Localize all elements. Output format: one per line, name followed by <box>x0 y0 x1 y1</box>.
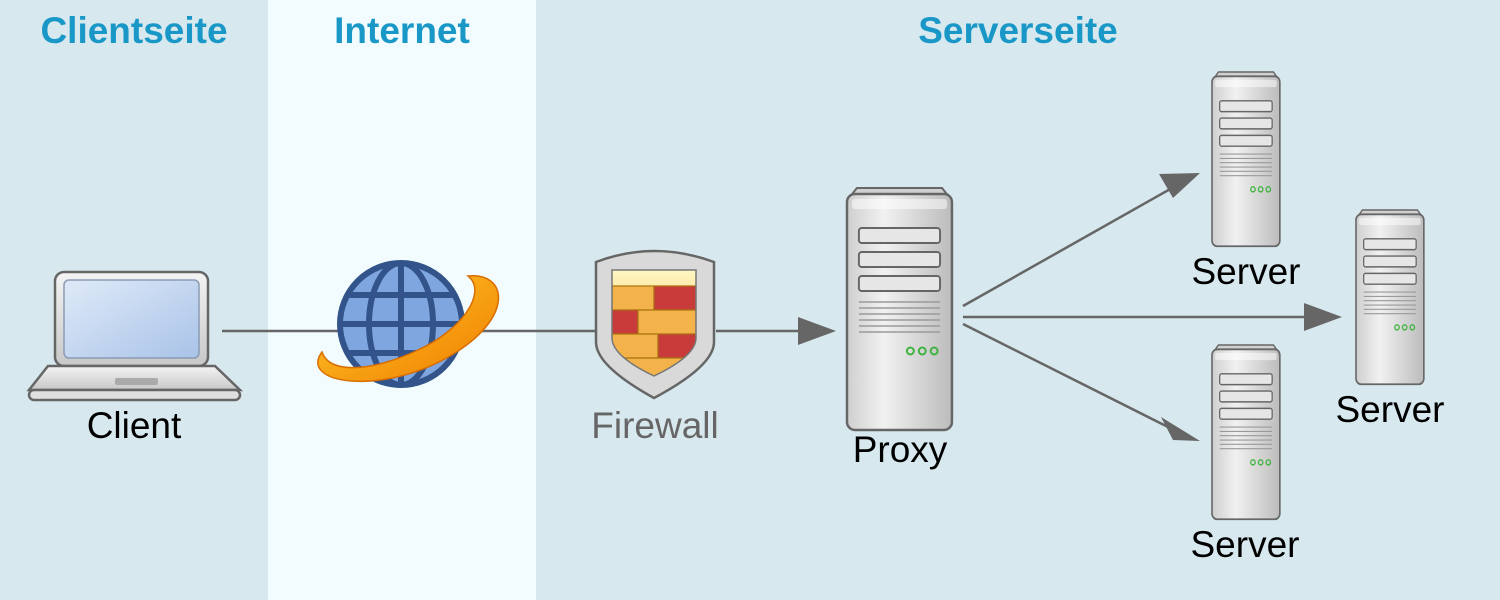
globe-icon <box>317 260 500 388</box>
server-tower-icon <box>1355 209 1425 386</box>
server-side-title: Serverseite <box>918 10 1118 51</box>
server-bottom-label: Server <box>1190 524 1300 565</box>
server-tower-icon <box>1211 344 1281 521</box>
firewall-shield-icon <box>594 249 716 400</box>
client-label: Client <box>86 405 182 446</box>
firewall-label: Firewall <box>591 405 719 446</box>
arrowheads <box>798 173 1342 441</box>
server-tower-icon <box>1211 71 1281 248</box>
proxy-label: Proxy <box>852 429 948 470</box>
server-tower-icon <box>845 187 954 432</box>
client-side-title: Clientseite <box>40 10 228 51</box>
server-right-label: Server <box>1335 389 1445 430</box>
connection-lines <box>222 186 1305 431</box>
laptop-icon <box>26 270 244 402</box>
server-top-label: Server <box>1191 251 1301 292</box>
internet-title: Internet <box>334 10 470 51</box>
